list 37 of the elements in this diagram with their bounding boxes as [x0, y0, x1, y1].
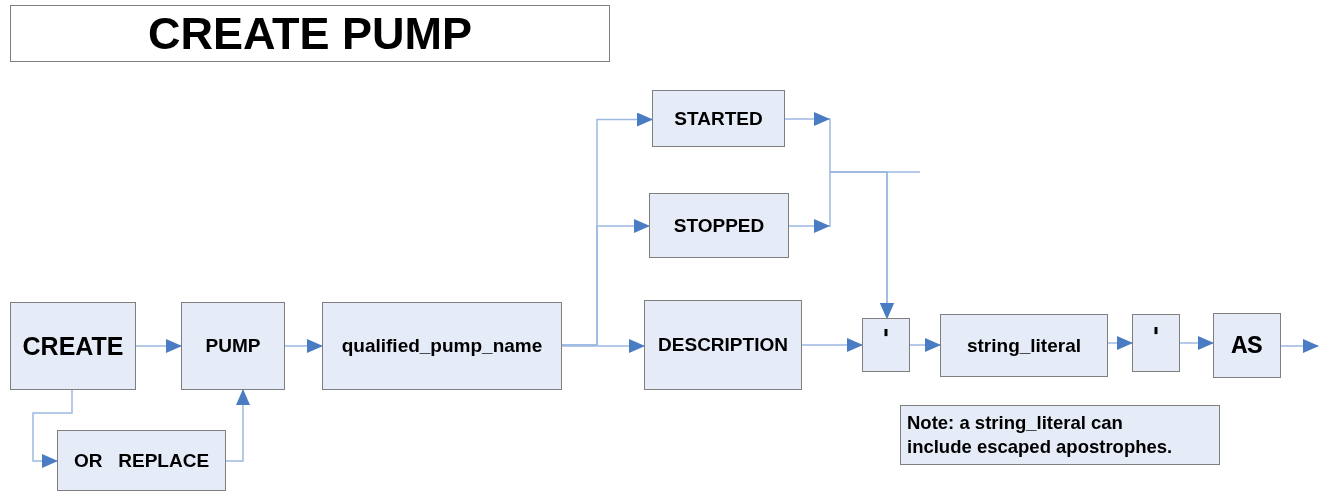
keyword-text: OR REPLACE: [73, 449, 210, 472]
arrow: [1179, 336, 1214, 350]
arrow: [561, 219, 650, 346]
keyword-box: [649, 193, 789, 258]
keyword-box: [1132, 314, 1180, 372]
keyword-box: [10, 302, 136, 390]
keyword-text: ': [882, 324, 890, 354]
arrow: [1107, 336, 1133, 350]
keyword-box: [940, 314, 1108, 377]
arrow: [909, 338, 941, 352]
keyword-text: PUMP: [205, 335, 261, 357]
arrow: [225, 389, 250, 462]
keyword-box: [57, 430, 226, 491]
keyword-box: [322, 302, 562, 390]
keyword-text: CREATE: [22, 331, 124, 361]
diagram-title: CREATE PUMP: [10, 5, 610, 62]
note-box: [900, 405, 1220, 465]
keyword-text: string_literal: [966, 334, 1081, 357]
keyword-text: STARTED: [674, 107, 763, 130]
keyword-box: [644, 300, 802, 390]
keyword-box: [862, 318, 910, 372]
arrow: [32, 389, 73, 468]
arrow: [135, 339, 182, 353]
arrow: [1280, 339, 1319, 353]
keyword-text: DESCRIPTION: [658, 334, 788, 356]
keyword-box: [181, 302, 285, 390]
arrow: [788, 171, 894, 319]
note-text: Note: a string_literal can include escaped apostrophes.: [907, 410, 1174, 459]
keyword-text: AS: [1231, 330, 1263, 361]
keyword-text: ': [1152, 322, 1160, 352]
keyword-box: [1213, 313, 1281, 378]
arrow: [561, 339, 645, 353]
keyword-text: qualified_pump_name: [341, 335, 543, 357]
keyword-box: [652, 90, 785, 147]
arrow: [284, 339, 323, 353]
arrow: [801, 338, 863, 352]
keyword-text: STOPPED: [673, 214, 765, 237]
